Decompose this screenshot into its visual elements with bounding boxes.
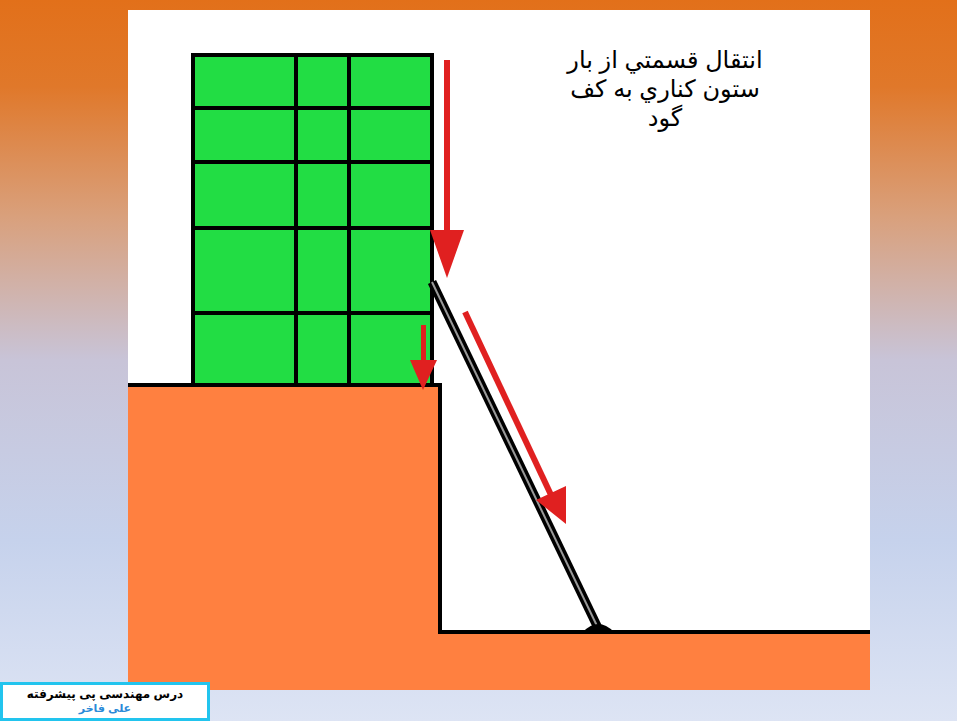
building-grid [193,55,432,385]
column-line [347,55,351,385]
strut-footing [583,624,614,632]
column-line [294,55,298,385]
strut-outline [432,282,598,628]
ground-left [128,385,440,690]
white-panel [128,10,870,690]
floor-line [193,226,432,230]
strut-load-arrow-shaft [465,312,552,497]
note-text: انتقال قسمتي از بار ستون كناري به كف گود [560,46,770,132]
course-title: درس مهندسی پی پیشرفته [9,687,201,702]
floor-line [193,106,432,110]
load-arrows [410,60,566,524]
floor-line [193,311,432,315]
floor-line [193,160,432,164]
building-frame [193,55,432,385]
course-info-box: درس مهندسی پی پیشرفتهعلی فاخر [0,682,210,721]
ground-load-arrow-shaft [421,325,426,365]
column-load-arrow-shaft [444,60,450,235]
strut-inner [432,282,598,628]
column-load-arrow-head [430,230,464,278]
strut-load-arrow-head [536,486,566,524]
building [193,55,432,385]
ground-load-arrow-head [410,360,437,390]
author-name: علی فاخر [9,702,201,716]
excavation-floor-ground [440,632,870,690]
